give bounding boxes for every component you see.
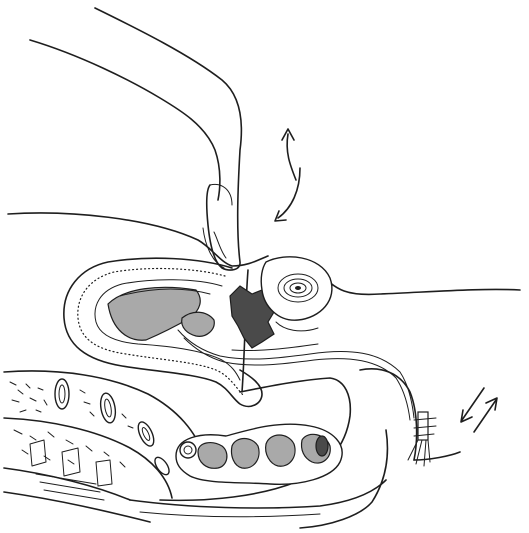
double-diagonal-arrow-icon xyxy=(461,388,497,432)
curved-up-arrow-icon xyxy=(282,129,296,180)
spine xyxy=(4,371,204,522)
spiral-structure xyxy=(261,257,332,331)
curved-down-arrow-icon xyxy=(275,168,300,221)
hand xyxy=(30,8,241,270)
uterus xyxy=(64,258,262,406)
cord xyxy=(178,330,414,420)
intestines xyxy=(176,424,342,484)
